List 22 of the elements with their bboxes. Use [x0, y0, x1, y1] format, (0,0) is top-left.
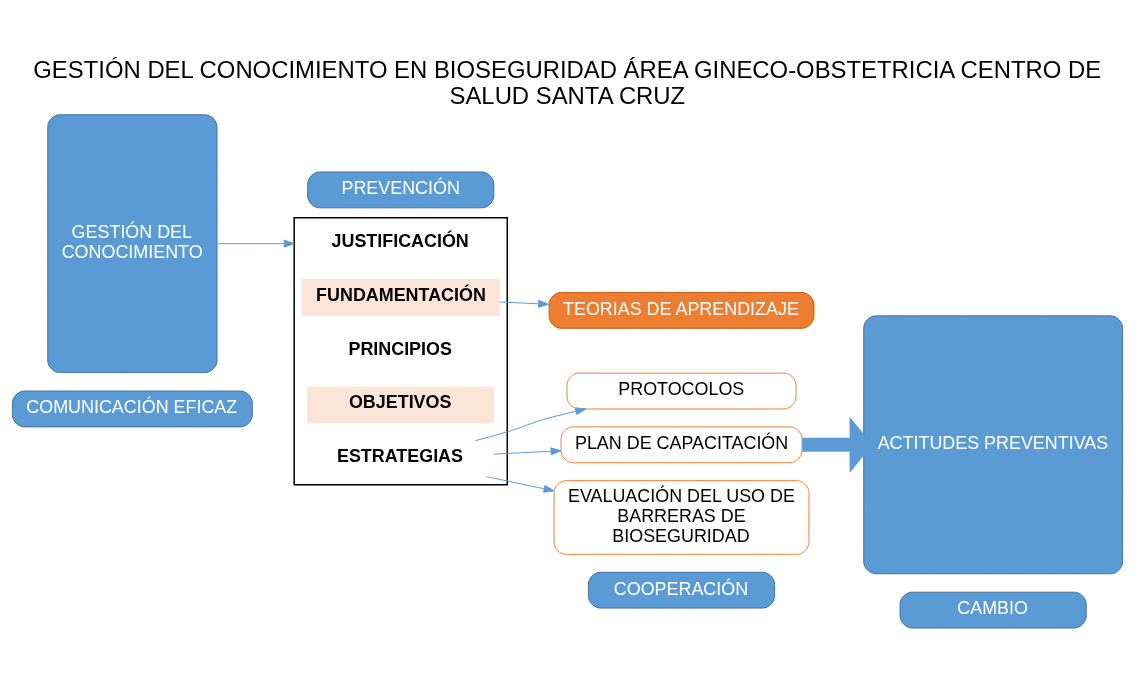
node-box: EVALUACIÓN DEL USO DE BARRERAS DE BIOSEGURIDAD: [553, 479, 810, 555]
arrow: [216, 239, 295, 248]
arrow: [499, 299, 550, 308]
node-text: ESTRATEGIAS: [336, 445, 464, 466]
node-box: TEORIAS DE APRENDIZAJE: [548, 291, 815, 329]
diagram-title: GESTIÓN DEL CONOCIMIENTO EN BIOSEGURIDAD ÁREA GINECO-OBSTETRICIA CENTRO DE SALUD SANTA CRUZ: [33, 55, 1102, 109]
node-box: FUNDAMENTACIÓN: [301, 278, 500, 316]
arrow: [474, 406, 587, 441]
node-box: COMUNICACIÓN EFICAZ: [11, 390, 253, 427]
node-box: PLAN DE CAPACITACIÓN: [560, 425, 803, 463]
node-box: ACTITUDES PREVENTIVAS: [863, 314, 1124, 574]
cluster: [293, 216, 508, 485]
node-box: PROTOCOLOS: [566, 372, 797, 409]
arrow: [493, 446, 562, 455]
node-box: PREVENCIÓN: [307, 171, 495, 208]
node-text: PRINCIPIOS: [348, 338, 452, 359]
node-box: GESTIÓN DEL CONOCIMIENTO: [47, 113, 218, 373]
arrow: [486, 475, 555, 493]
node-text: JUSTIFICACIÓN: [331, 230, 469, 251]
node-box: OBJETIVOS: [307, 386, 495, 423]
node-box: COOPERACIÓN: [587, 571, 776, 609]
node-box: CAMBIO: [899, 591, 1087, 628]
